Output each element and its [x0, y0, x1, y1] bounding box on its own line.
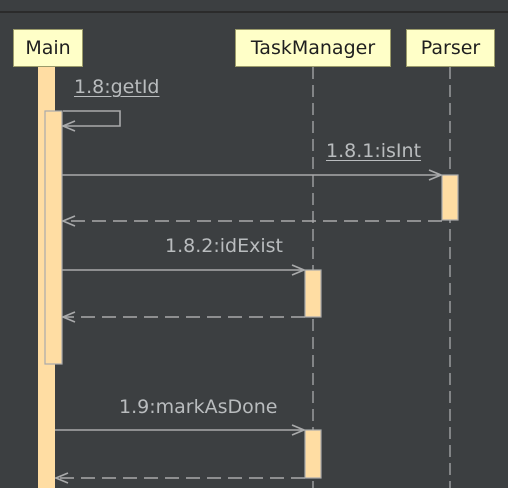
- message-label-getid[interactable]: 1.8:getId: [74, 76, 160, 98]
- participant-main[interactable]: Main: [13, 29, 83, 67]
- activation-parser: [441, 174, 459, 221]
- participant-parser[interactable]: Parser: [406, 29, 495, 67]
- participant-taskmanager[interactable]: TaskManager: [235, 29, 391, 67]
- activation-main-getid: [44, 110, 63, 365]
- activation-taskmanager-idexist: [304, 269, 322, 318]
- message-label-isint[interactable]: 1.8.1:isInt: [326, 140, 422, 162]
- message-label-idexist[interactable]: 1.8.2:idExist: [165, 235, 283, 257]
- activation-taskmanager-markasdone: [304, 429, 322, 479]
- message-arrow-getid: [63, 110, 121, 126]
- message-label-markasdone[interactable]: 1.9:markAsDone: [119, 396, 278, 418]
